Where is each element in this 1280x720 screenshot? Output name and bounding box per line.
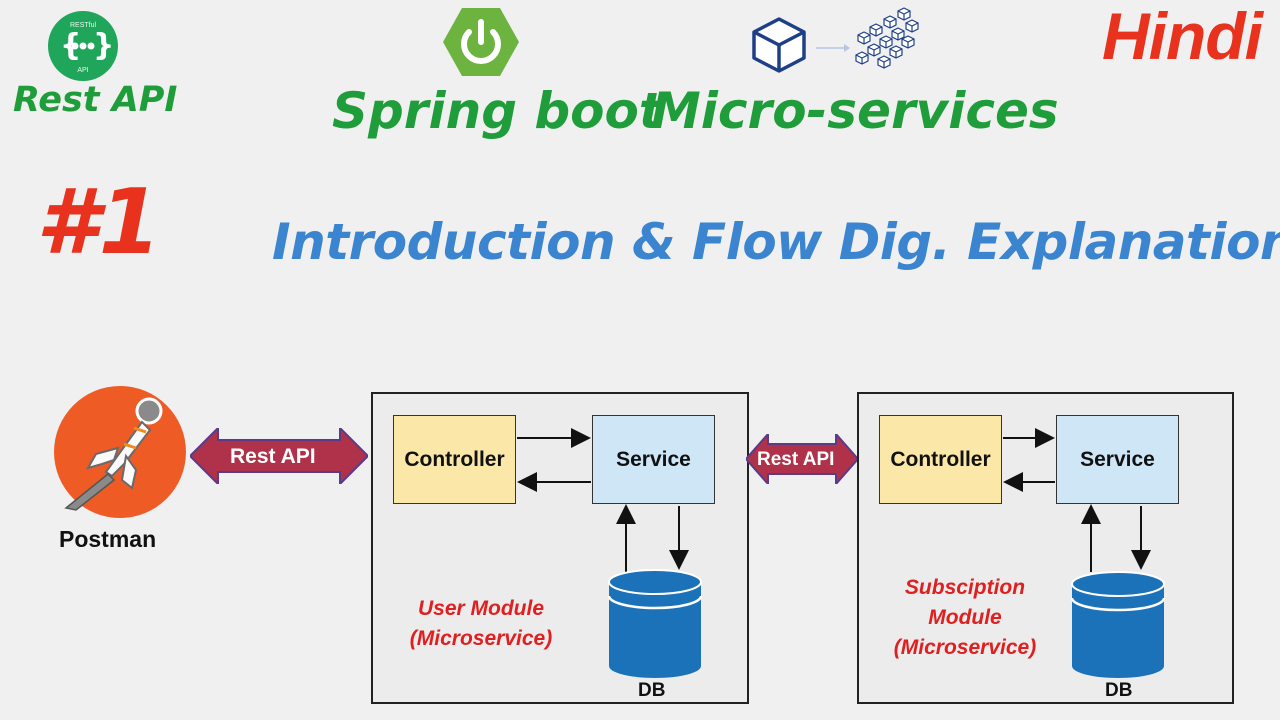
video-heading: Introduction & Flow Dig. Explanation — [272, 213, 1280, 271]
user-module-label: User Module (Microservice) — [386, 594, 576, 654]
user-module-label-line2: (Microservice) — [409, 627, 553, 650]
subscription-module-flow-arrows — [857, 392, 1234, 704]
postman-icon — [52, 384, 188, 518]
transform-arrow-icon — [816, 40, 850, 52]
spring-boot-power-icon — [442, 6, 520, 78]
user-service-box: Service — [592, 415, 715, 504]
svg-text:{: { — [60, 28, 81, 63]
svg-text:}: } — [93, 28, 114, 63]
restful-api-logo-icon: RESTful { } API — [47, 10, 119, 82]
svg-text:API: API — [77, 67, 88, 74]
postman-label: Postman — [59, 526, 157, 552]
subscription-service-box: Service — [1056, 415, 1179, 504]
subscription-module-label-line1: Subsciption — [904, 576, 1026, 599]
user-db-label: DB — [638, 680, 666, 701]
user-controller-box: Controller — [393, 415, 516, 504]
subscription-module-label-line2: Module — [928, 606, 1002, 629]
user-module-flow-arrows — [371, 392, 749, 704]
episode-number: #1 — [36, 170, 162, 275]
user-database-icon — [607, 568, 703, 680]
subscription-module-label: Subsciption Module (Microservice) — [870, 573, 1060, 663]
subscription-db-label: DB — [1105, 680, 1133, 701]
subscription-controller-box: Controller — [879, 415, 1002, 504]
microservices-title: Micro-services — [651, 82, 1059, 140]
spring-boot-title: Spring boot — [332, 82, 663, 140]
rest-api-link-label-2: Rest API — [757, 449, 835, 470]
svg-text:RESTful: RESTful — [70, 22, 97, 29]
rest-api-link-label: Rest API — [230, 445, 316, 468]
subscription-module-label-line3: (Microservice) — [893, 636, 1037, 659]
rest-api-title: Rest API — [13, 80, 178, 120]
language-label: Hindi — [1102, 0, 1263, 73]
subscription-database-icon — [1070, 570, 1166, 680]
microservice-cubes-icon — [852, 6, 922, 72]
user-module-label-line1: User Module — [417, 597, 545, 620]
monolith-cube-icon — [750, 16, 808, 74]
